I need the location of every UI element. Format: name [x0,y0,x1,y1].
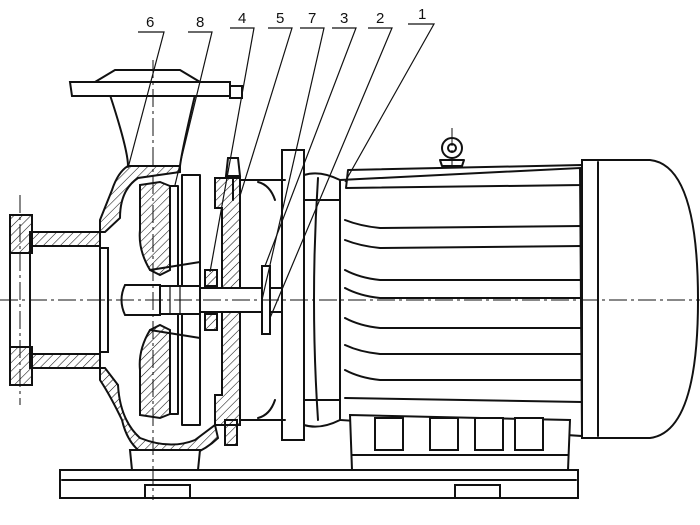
callout-8: 8 [196,14,204,31]
callout-2: 2 [376,10,384,27]
leader-lines [127,23,436,319]
discharge-flange [68,69,243,99]
callout-4: 4 [238,10,246,27]
centerlines [0,60,700,500]
pump-casing [9,94,220,471]
callout-7: 7 [308,10,316,27]
callout-6: 6 [146,14,154,31]
motor [339,137,700,471]
base-plate [59,469,579,499]
callout-1: 1 [418,6,426,23]
callout-5: 5 [276,10,284,27]
impeller [138,174,201,426]
callout-labels: 6 8 4 5 7 3 2 1 [146,6,426,31]
motor-flange [281,149,341,441]
callout-3: 3 [340,10,348,27]
